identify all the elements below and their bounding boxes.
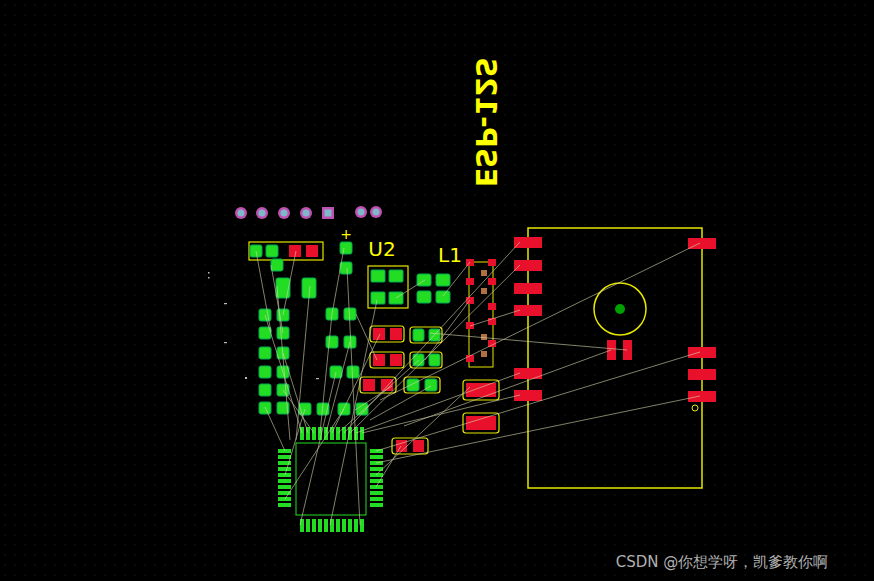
qfn-chip [278,427,383,532]
module-footprint [528,228,702,488]
tiny-marks [208,272,319,379]
designator: U2 [368,239,395,259]
ratsnest-lines [256,242,700,525]
watermark: CSDN @你想学呀，凯爹教你啊 [616,555,829,570]
part-outlines [249,242,499,454]
header-pins [235,206,382,219]
polarity-mark: + [340,227,352,241]
mirrored-silkscreen: ESP-12S [471,57,499,187]
red-pads [289,245,496,452]
designator: L1 [438,245,462,265]
mount-dot [615,304,625,314]
